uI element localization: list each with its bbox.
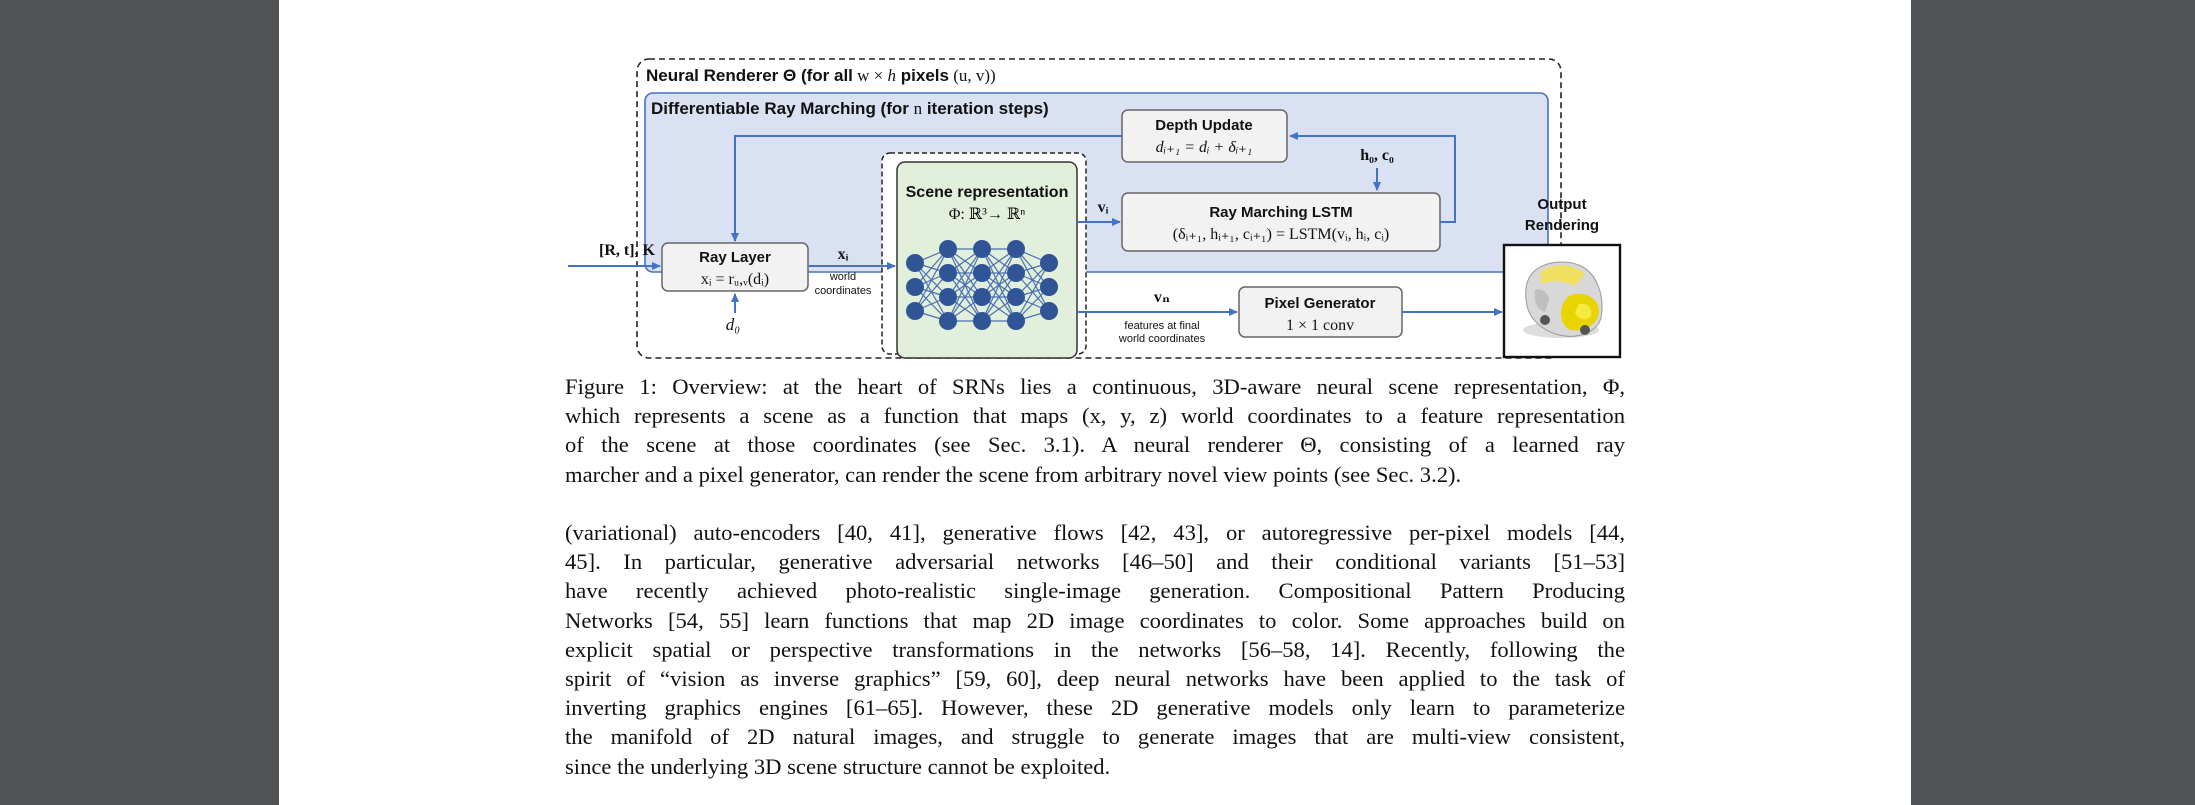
world-coords-label-1: world: [829, 271, 856, 283]
network-edge: [981, 248, 1017, 298]
figure-caption: Figure 1: Overview: at the heart of SRNs…: [565, 372, 1625, 489]
neural-renderer-box: [636, 58, 1562, 359]
ray-layer-title: Ray Layer: [699, 249, 771, 266]
flow-arrows: [568, 132, 1503, 316]
camera-params-label: [R, t], K: [599, 242, 656, 259]
network-edge: [1015, 262, 1050, 322]
pixel-generator-title: Pixel Generator: [1265, 295, 1376, 312]
overview-figure: Neural Renderer Θ (for all w × h pixels …: [568, 58, 1622, 359]
d0-label: d₀: [726, 315, 741, 334]
caption-line: of the scene at those coordinates (see S…: [565, 432, 1625, 458]
scene-representation-title: Scene representation: [906, 184, 1069, 201]
network-edge: [981, 248, 1017, 322]
neural-renderer-label: Neural Renderer Θ (for all w × h pixels …: [646, 66, 996, 85]
network-node: [939, 240, 957, 258]
ray-marching-title: Differentiable Ray Marching (for n itera…: [651, 99, 1049, 118]
caption-line: Figure 1: Overview: at the heart of SRNs…: [565, 374, 1625, 399]
network-node: [973, 240, 991, 258]
vi-label: vᵢ: [1098, 199, 1109, 216]
output-label-2: Rendering: [1525, 217, 1599, 234]
caption-line: marcher and a pixel generator, can rende…: [565, 461, 1462, 487]
network-node: [1007, 240, 1025, 258]
network-node: [906, 278, 924, 296]
output-label-1: Output: [1537, 196, 1586, 213]
depth-update-eq: dᵢ₊₁ = dᵢ + δᵢ₊₁: [1156, 139, 1253, 156]
ray-layer-eq: xᵢ = rᵤ,ᵥ(dᵢ): [701, 271, 769, 288]
h0-c0-label: h₀, c₀: [1360, 147, 1394, 164]
paragraph-line: spirit of “vision as inverse graphics” […: [565, 666, 1625, 692]
network-node: [939, 264, 957, 282]
neural-network-drawing: [906, 240, 1058, 330]
paragraph-line: since the underlying 3D scene structure …: [565, 753, 1111, 779]
vn-label: vₙ: [1154, 289, 1170, 306]
scene-representation-eq: Φ: ℝ³→ ℝⁿ: [949, 206, 1026, 223]
lstm-eq: (δᵢ₊₁, hᵢ₊₁, cᵢ₊₁) = LSTM(vᵢ, hᵢ, cᵢ): [1173, 226, 1390, 243]
network-node: [973, 312, 991, 330]
paper-page: Neural Renderer Θ (for all w × h pixels …: [279, 0, 1911, 805]
network-node: [1040, 302, 1058, 320]
paragraph-line: have recently achieved photo-realistic s…: [565, 578, 1625, 604]
network-node: [906, 254, 924, 272]
paragraph-line: 45]. In particular, generative adversari…: [565, 549, 1625, 575]
xi-label: xᵢ: [838, 246, 849, 263]
network-node: [1007, 264, 1025, 282]
network-node: [1007, 312, 1025, 330]
depth-update-title: Depth Update: [1155, 117, 1253, 134]
lstm-title: Ray Marching LSTM: [1209, 204, 1352, 221]
network-node: [1040, 254, 1058, 272]
ray-layer-box: [661, 242, 809, 292]
pixel-generator-eq: 1 × 1 conv: [1286, 317, 1354, 334]
network-edge: [947, 272, 983, 322]
network-edge: [981, 272, 1017, 322]
paragraph-line: explicit spatial or perspective transfor…: [565, 636, 1625, 662]
paragraph-line: inverting graphics engines [61–65]. Howe…: [565, 695, 1625, 721]
caption-line: which represents a scene as a function t…: [565, 403, 1625, 429]
network-edge: [914, 248, 949, 312]
network-node: [973, 264, 991, 282]
network-node: [939, 312, 957, 330]
network-node: [973, 288, 991, 306]
paragraph-line: Networks [54, 55] learn functions that m…: [565, 607, 1625, 633]
body-paragraph: (variational) auto-encoders [40, 41], ge…: [565, 518, 1625, 781]
network-node: [906, 302, 924, 320]
car-rendering-image: [1523, 261, 1603, 338]
world-coords-label-2: coordinates: [815, 285, 872, 297]
network-edge: [947, 248, 983, 322]
final-features-label-2: world coordinates: [1118, 333, 1206, 345]
paragraph-line: the manifold of 2D natural images, and s…: [565, 724, 1625, 750]
network-node: [1040, 278, 1058, 296]
network-edge: [947, 248, 983, 298]
network-node: [939, 288, 957, 306]
paragraph-line: (variational) auto-encoders [40, 41], ge…: [565, 520, 1625, 545]
network-node: [1007, 288, 1025, 306]
final-features-label-1: features at final: [1124, 320, 1199, 332]
